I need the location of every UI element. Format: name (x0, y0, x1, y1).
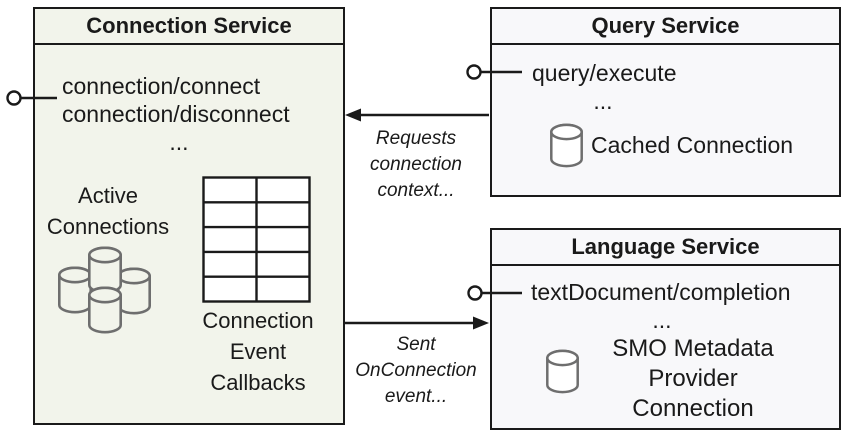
connection-service-methods: connection/connect connection/disconnect… (62, 72, 296, 156)
connection-service-title: Connection Service (35, 9, 343, 45)
methods-ellipsis: ... (169, 129, 189, 155)
database-cluster-icon (58, 246, 151, 334)
connection-event-callbacks-label: Connection Event Callbacks (202, 308, 314, 395)
language-service-methods: textDocument/completion ... (531, 278, 793, 334)
language-service-box: Language Service (490, 228, 841, 430)
smo-metadata-provider-label: SMO Metadata Provider Connection (612, 335, 774, 422)
method-query-execute: query/execute (532, 60, 677, 86)
requests-connection-context-note: Requests connection context... (370, 128, 462, 201)
language-service-title: Language Service (492, 230, 839, 266)
sent-onconnection-event-note: Sent OnConnection event... (355, 334, 477, 407)
method-connection-connect: connection/connect (62, 73, 261, 99)
query-service-box: Query Service (490, 7, 841, 197)
query-service-title: Query Service (492, 9, 839, 45)
requests-connection-arrow (345, 108, 489, 122)
cached-connection-label: Cached Connection (591, 132, 794, 158)
methods-ellipsis: ... (593, 88, 613, 114)
onconnection-event-arrow (345, 316, 489, 330)
database-icon (550, 123, 583, 168)
method-connection-disconnect: connection/disconnect (62, 101, 290, 127)
active-connections-label: Active Connections (46, 183, 170, 239)
database-icon (546, 349, 579, 394)
methods-ellipsis: ... (652, 307, 672, 333)
method-textdocument-completion: textDocument/completion (531, 279, 791, 305)
query-service-methods: query/execute ... (532, 59, 677, 115)
callback-table-icon (202, 176, 311, 303)
